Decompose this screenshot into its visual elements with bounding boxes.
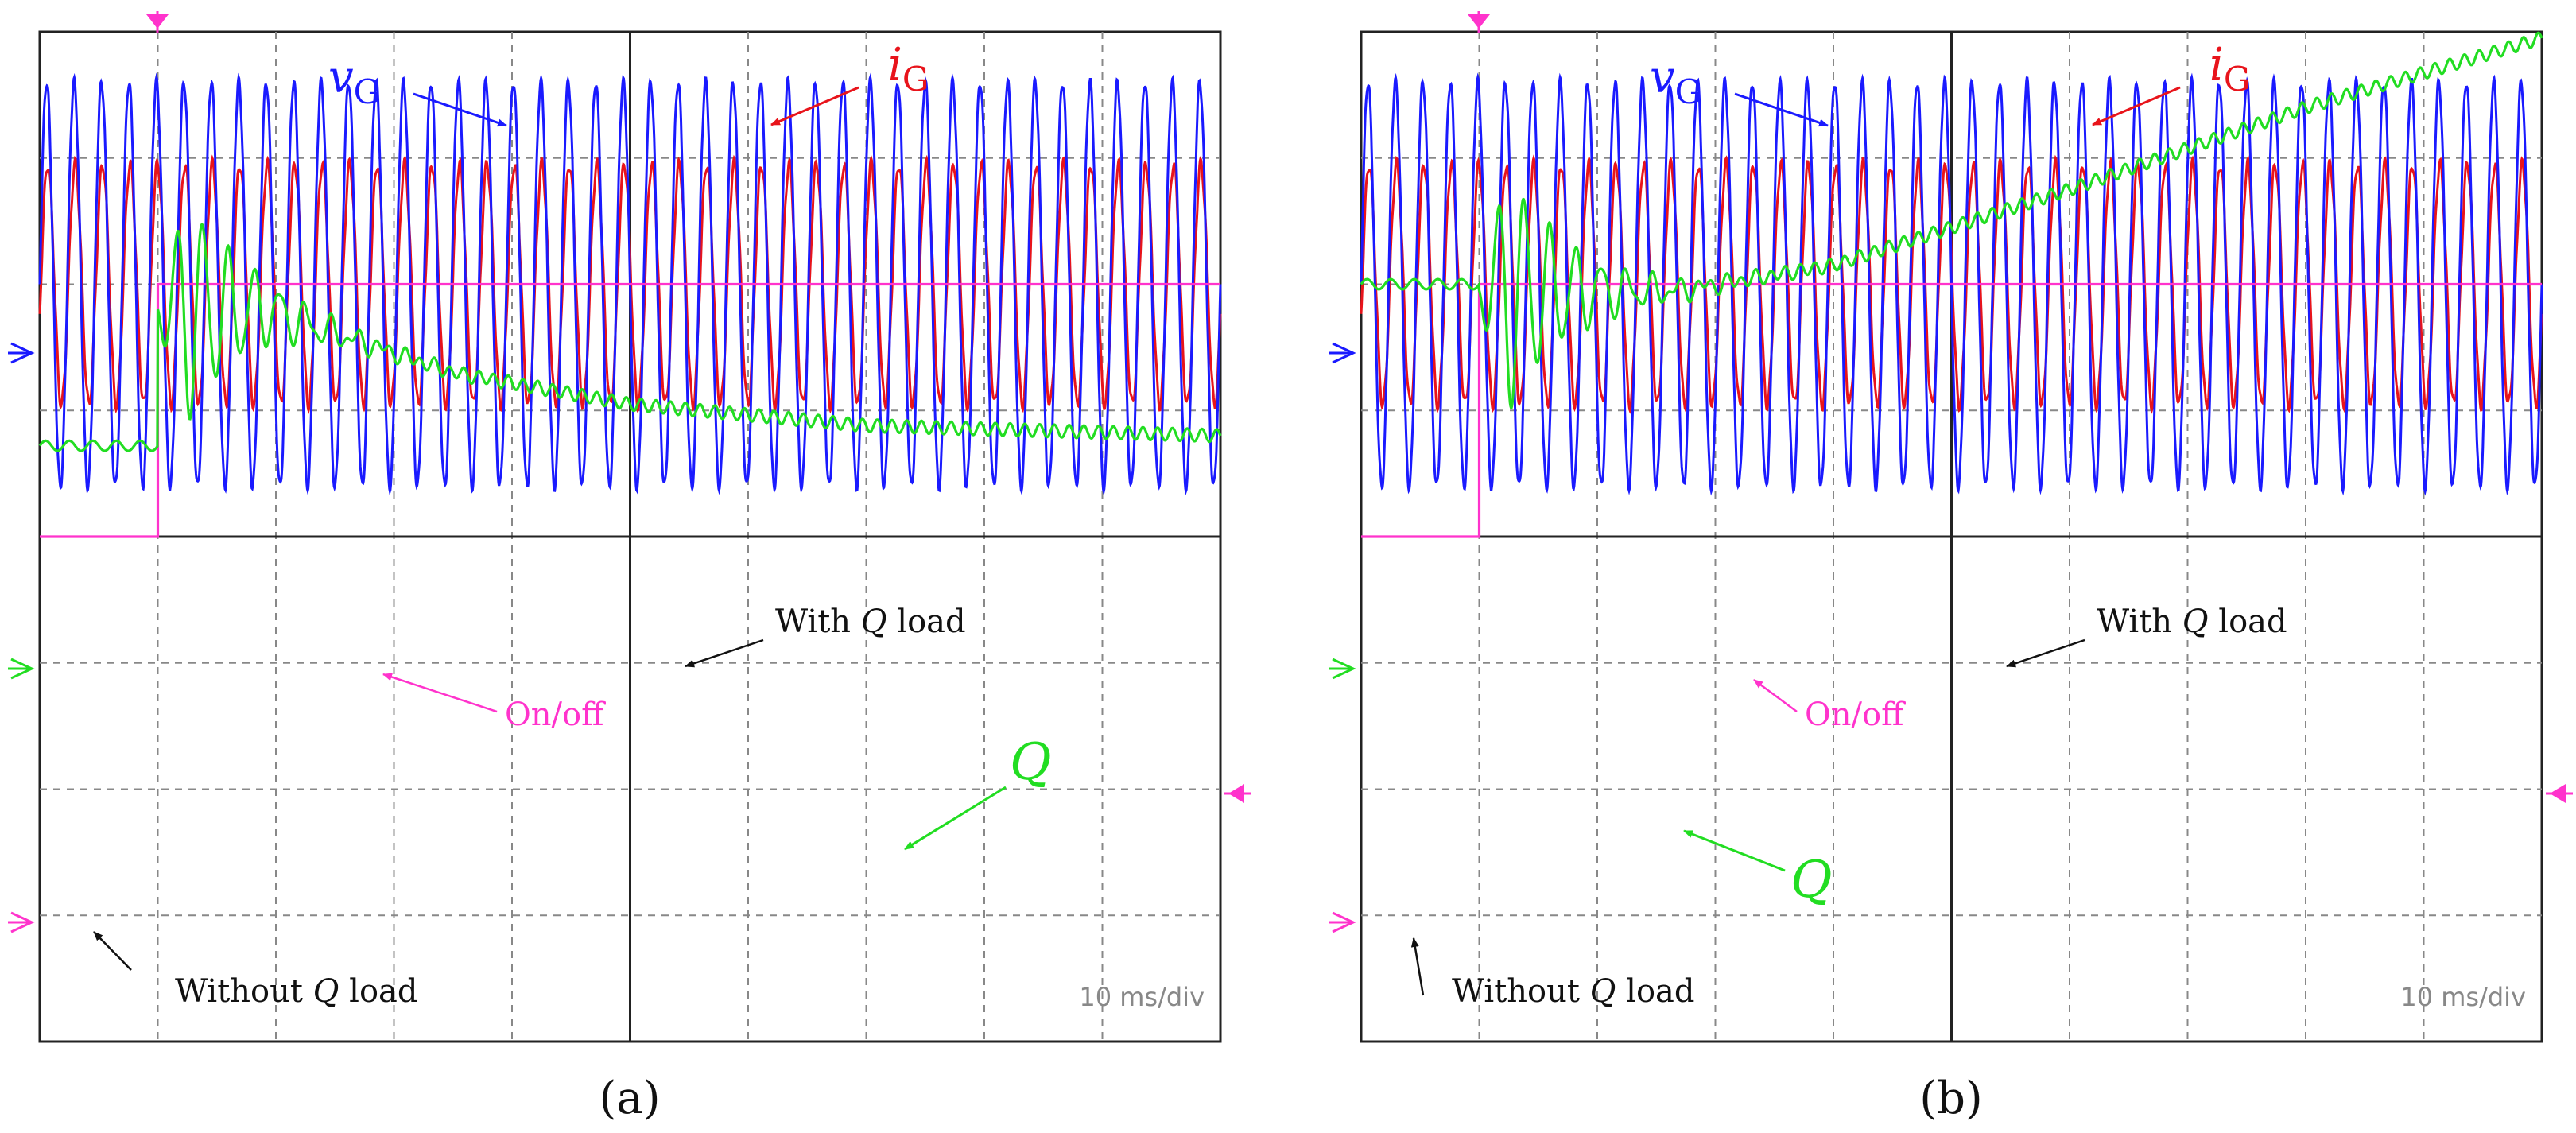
vg-arrow: [413, 92, 507, 127]
without-q-load-label: Without Q load: [1452, 973, 1695, 1010]
channel-markers: [1329, 11, 2573, 933]
vg-label: vG: [328, 52, 380, 111]
channel-marker-blue: [1329, 342, 1356, 364]
channel-marker-pink: [1329, 911, 1356, 933]
annotations: vG iG With Q load On/off Q Without Q loa…: [1410, 39, 2526, 1012]
without-q-load-arrow: [93, 931, 132, 971]
channel-marker-blue: [8, 342, 35, 364]
series-onoff-line: [1361, 282, 2542, 538]
with-q-load-label: With Q load: [775, 603, 966, 640]
grid: [38, 30, 1222, 1043]
channel-marker-pink: [8, 911, 35, 933]
onoff-label: On/off: [505, 696, 606, 733]
channel-marker-green: [8, 658, 35, 680]
q-label: Q: [1790, 851, 1832, 910]
onoff-arrow: [382, 673, 498, 713]
time-scale-label: 10 ms/div: [1079, 982, 1205, 1012]
series-q-line: [1360, 31, 2543, 409]
vg-arrow: [1734, 92, 1829, 127]
panel-label: (b): [1919, 1073, 1983, 1124]
panel-a: vG iG With Q load On/off Q Without Q loa…: [8, 11, 1251, 1124]
onoff-label: On/off: [1805, 696, 1906, 733]
q-label: Q: [1010, 733, 1051, 792]
ig-label: iG: [2209, 39, 2250, 99]
traces: [38, 72, 1222, 538]
channel-markers: [8, 11, 1251, 933]
with-q-load-arrow: [2006, 638, 2085, 668]
with-q-load-label: With Q load: [2097, 603, 2287, 640]
series-q-line: [38, 222, 1222, 452]
without-q-load-label: Without Q load: [175, 973, 418, 1010]
traces: [1360, 31, 2543, 538]
annotations: vG iG With Q load On/off Q Without Q loa…: [93, 39, 1205, 1012]
onoff-arrow: [1753, 678, 1798, 713]
q-arrow: [904, 786, 1007, 851]
panel-label: (a): [599, 1073, 660, 1124]
channel-marker-green: [1329, 658, 1356, 680]
with-q-load-arrow: [685, 638, 764, 668]
time-scale-label: 10 ms/div: [2400, 982, 2526, 1012]
ig-arrow: [770, 86, 859, 126]
vg-label: vG: [1650, 52, 1701, 111]
panel-b: vG iG With Q load On/off Q Without Q loa…: [1329, 11, 2573, 1124]
without-q-load-arrow: [1410, 937, 1425, 996]
q-arrow: [1683, 829, 1786, 872]
ig-label: iG: [888, 39, 929, 99]
ig-arrow: [2092, 86, 2181, 126]
